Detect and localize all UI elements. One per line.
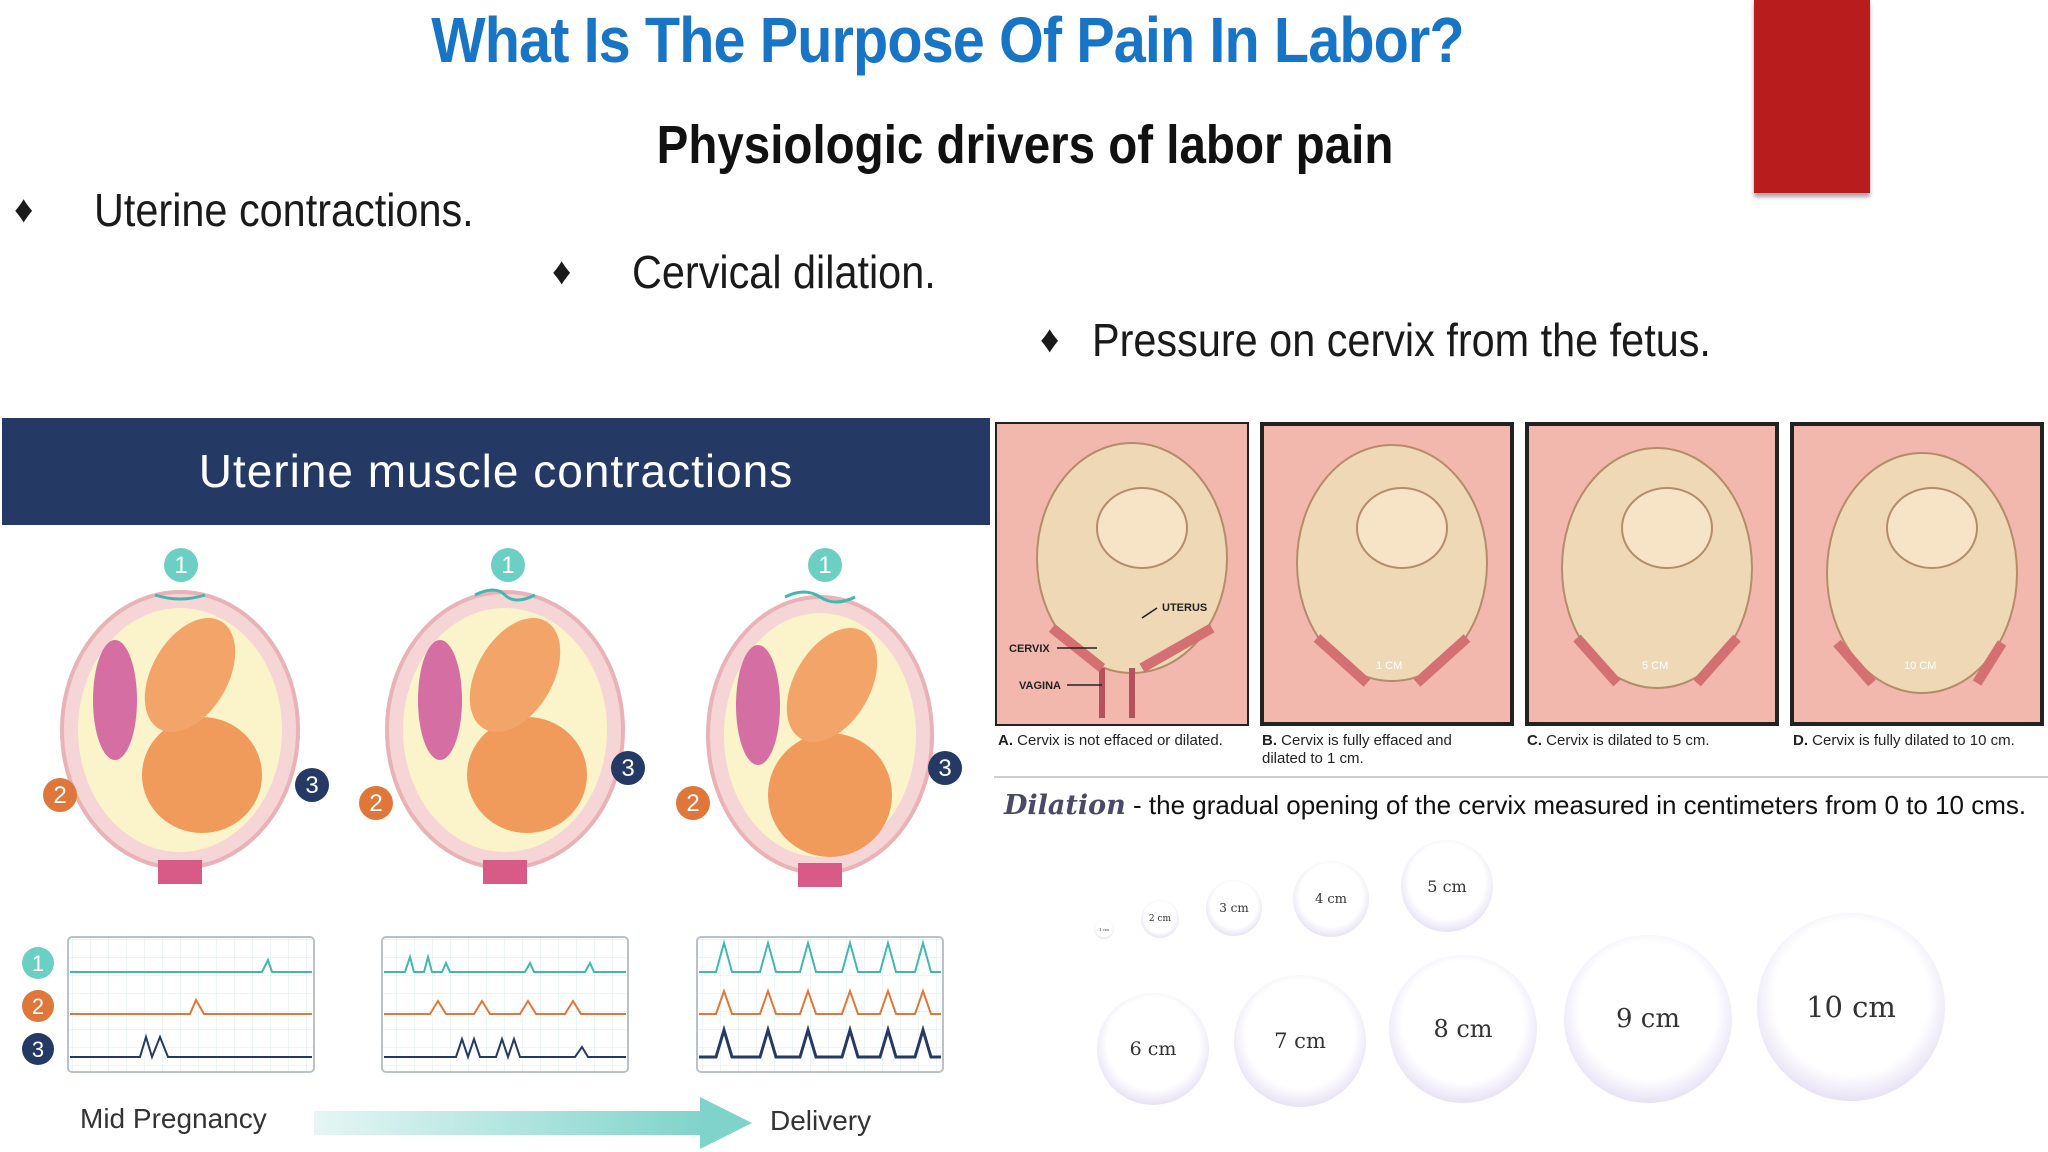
- slide-title: What Is The Purpose Of Pain In Labor?: [431, 4, 1464, 76]
- cervix-stage-c: 5 CM: [1525, 422, 1779, 726]
- marker-3-middle: 3: [611, 751, 645, 785]
- svg-text:CERVIX: CERVIX: [1009, 643, 1050, 655]
- svg-text:1 CM: 1 CM: [1376, 660, 1402, 672]
- marker-3-delivery: 3: [928, 751, 962, 785]
- dilation-circle-6cm: 6 cm: [1097, 993, 1209, 1105]
- caption-d: D. Cervix is fully dilated to 10 cm.: [1793, 732, 2015, 749]
- bullet-pressure-cervix: ♦ Pressure on cervix from the fetus.: [1040, 310, 1780, 370]
- dilation-circle-1cm: 1 cm: [1094, 919, 1114, 939]
- uterus-illustration-middle: [385, 588, 625, 884]
- diamond-bullet-icon: ♦: [1040, 318, 1060, 361]
- cervix-stage-d: 10 CM: [1790, 422, 2044, 726]
- svg-text:5 CM: 5 CM: [1642, 660, 1668, 672]
- timeline-start-label: Mid Pregnancy: [80, 1103, 267, 1134]
- dilation-definition: Dilation - the gradual opening of the ce…: [1004, 790, 2027, 821]
- bullet-text: Pressure on cervix from the fetus.: [1092, 314, 1711, 366]
- marker-2-delivery: 2: [676, 786, 710, 820]
- svg-text:1: 1: [818, 552, 831, 579]
- svg-text:2: 2: [686, 790, 699, 817]
- caption-c: C. Cervix is dilated to 5 cm.: [1527, 732, 1710, 749]
- divider: [994, 776, 2048, 778]
- graph-legend-2: 2: [22, 990, 54, 1022]
- svg-text:1: 1: [32, 951, 44, 976]
- marker-2-middle: 2: [359, 786, 393, 820]
- bullet-text: Uterine contractions.: [94, 184, 474, 236]
- bullet-text: Cervical dilation.: [632, 246, 936, 298]
- dilation-circle-7cm: 7 cm: [1234, 975, 1366, 1107]
- contraction-graph-mid: [67, 936, 315, 1073]
- dilation-circle-2cm: 2 cm: [1141, 900, 1179, 938]
- dilation-circle-5cm: 5 cm: [1401, 840, 1493, 932]
- diamond-bullet-icon: ♦: [552, 250, 572, 293]
- svg-text:3: 3: [32, 1037, 44, 1062]
- marker-1-delivery: 1: [808, 548, 842, 582]
- svg-text:1: 1: [174, 552, 187, 579]
- diamond-bullet-icon: ♦: [14, 188, 34, 231]
- cervix-stage-b: 1 CM: [1260, 422, 1514, 726]
- svg-text:3: 3: [621, 755, 634, 782]
- dilation-circle-3cm: 3 cm: [1206, 880, 1262, 936]
- svg-text:2: 2: [32, 994, 44, 1019]
- uterus-illustration-mid: [60, 590, 300, 884]
- caption-b: B. Cervix is fully effaced and dilated t…: [1262, 732, 1452, 767]
- contractions-figure-header: Uterine muscle contractions: [2, 418, 990, 525]
- timeline-end-label: Delivery: [770, 1105, 871, 1136]
- caption-a: A. Cervix is not effaced or dilated.: [998, 732, 1223, 749]
- svg-text:3: 3: [938, 755, 951, 782]
- svg-text:UTERUS: UTERUS: [1162, 602, 1207, 614]
- graph-legend-3: 3: [22, 1033, 54, 1065]
- slide-subtitle: Physiologic drivers of labor pain: [656, 115, 1394, 175]
- dilation-circle-10cm: 10 cm: [1757, 913, 1945, 1101]
- svg-text:3: 3: [305, 772, 318, 799]
- marker-2-mid: 2: [43, 778, 77, 812]
- svg-text:2: 2: [369, 790, 382, 817]
- svg-text:2: 2: [53, 782, 66, 809]
- dilation-circle-9cm: 9 cm: [1564, 935, 1732, 1103]
- svg-text:1: 1: [501, 552, 514, 579]
- bullet-uterine-contractions: ♦ Uterine contractions.: [14, 180, 516, 240]
- marker-1-middle: 1: [491, 548, 525, 582]
- red-accent-bar: [1754, 0, 1870, 193]
- dilation-circle-4cm: 4 cm: [1293, 861, 1369, 937]
- contraction-graph-middle: [381, 936, 629, 1073]
- uterus-illustration-delivery: [706, 590, 934, 887]
- uterine-contractions-figure: 1 1 1 2 2 2 3 3 3 1 2 3 Mid Pregnancy De…: [22, 548, 962, 1149]
- contraction-graph-delivery: [696, 936, 944, 1073]
- svg-text:10 CM: 10 CM: [1904, 660, 1936, 672]
- cervix-dilation-figure: UTERUS CERVIX VAGINA 1 CM 5 CM 10 CM: [995, 422, 2044, 726]
- cervix-stage-a: UTERUS CERVIX VAGINA: [995, 422, 1249, 726]
- bullet-cervical-dilation: ♦ Cervical dilation.: [552, 242, 969, 302]
- svg-text:VAGINA: VAGINA: [1019, 680, 1061, 692]
- marker-3-mid: 3: [295, 768, 329, 802]
- graph-legend-1: 1: [22, 947, 54, 979]
- marker-1-mid: 1: [164, 548, 198, 582]
- timeline-arrow: [314, 1097, 752, 1149]
- dilation-circle-8cm: 8 cm: [1389, 955, 1537, 1103]
